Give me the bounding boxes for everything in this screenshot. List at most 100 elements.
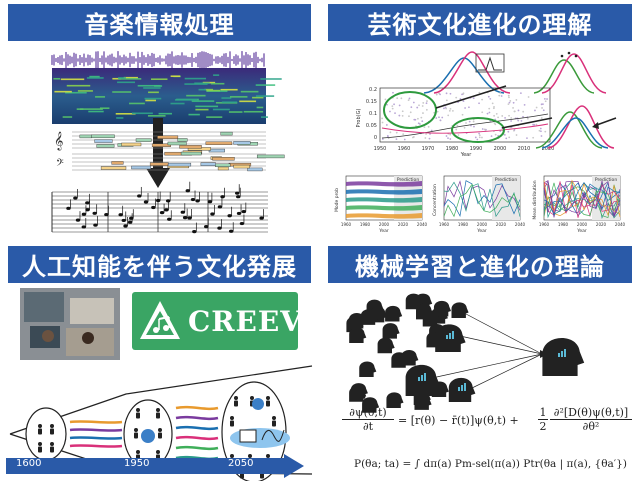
scatter-point bbox=[526, 117, 529, 120]
scatter-point bbox=[462, 92, 465, 95]
scatter-point bbox=[544, 100, 547, 103]
spectrogram-band bbox=[77, 90, 93, 92]
scatter-point bbox=[417, 117, 419, 120]
series-line bbox=[543, 182, 621, 216]
bass-clef-icon: 𝄢 bbox=[56, 157, 64, 171]
eq1-mid: = [r(θ) − r̄(t)]ψ(θ,t) + bbox=[398, 414, 519, 427]
piano-roll-note bbox=[111, 161, 124, 165]
scatter-point bbox=[483, 128, 486, 131]
scatter-point bbox=[403, 138, 406, 141]
spectrogram-band bbox=[195, 108, 209, 111]
brain-bar bbox=[452, 331, 454, 339]
spectrogram-band bbox=[206, 116, 223, 118]
person-icon bbox=[156, 408, 160, 412]
scatter-point bbox=[510, 120, 512, 122]
spectrogram-band bbox=[112, 77, 122, 80]
brain-bar bbox=[446, 335, 448, 339]
scatter-point bbox=[389, 110, 391, 113]
scatter-point bbox=[503, 134, 506, 136]
scatter-point bbox=[542, 109, 545, 112]
scatter-point bbox=[393, 103, 395, 106]
person-body bbox=[50, 446, 54, 453]
eq1-half-den: 2 bbox=[539, 420, 547, 433]
x-tick-label: 2040 bbox=[615, 222, 626, 227]
spectrogram-band bbox=[240, 90, 259, 93]
scatter-point bbox=[455, 96, 458, 99]
note-head bbox=[129, 216, 134, 220]
waveform-icon bbox=[261, 429, 285, 442]
spectrogram-band bbox=[255, 84, 276, 86]
piano-roll-note bbox=[180, 151, 202, 156]
scatter-point bbox=[490, 135, 493, 138]
scatter-point bbox=[499, 92, 502, 94]
scatter-point bbox=[491, 102, 494, 105]
scatter-point bbox=[421, 105, 424, 107]
scatter-point bbox=[394, 112, 396, 115]
scatter-point bbox=[478, 102, 480, 105]
scatter-point bbox=[387, 135, 389, 138]
audio-waveform bbox=[51, 51, 265, 69]
scatter-point bbox=[494, 123, 497, 126]
x-tick-label: 2040 bbox=[417, 222, 428, 227]
scatter-point bbox=[509, 100, 512, 102]
scatter-point bbox=[398, 104, 401, 107]
spectrogram-band bbox=[158, 112, 172, 115]
classroom-photo bbox=[20, 288, 120, 360]
spectrogram-band bbox=[117, 81, 136, 84]
spectrogram-band bbox=[206, 89, 221, 92]
spectrogram-band bbox=[60, 78, 85, 81]
piano-roll-note bbox=[157, 135, 179, 139]
brain-bar bbox=[424, 373, 426, 381]
note-head bbox=[73, 196, 78, 200]
spectrogram-band bbox=[186, 94, 206, 97]
brain-bar bbox=[561, 351, 563, 357]
scatter-point bbox=[540, 117, 543, 119]
scatter-point bbox=[395, 131, 398, 134]
spectrogram-band bbox=[118, 77, 126, 79]
note-head bbox=[204, 225, 209, 229]
scatter-point bbox=[392, 91, 394, 94]
scatter-point bbox=[532, 123, 535, 126]
scatter-point bbox=[386, 103, 388, 106]
note-head bbox=[207, 200, 213, 204]
scatter-point bbox=[505, 137, 508, 140]
spectrogram-band bbox=[137, 84, 161, 87]
note-head bbox=[92, 211, 97, 215]
person-body bbox=[38, 428, 42, 435]
piano-roll-note bbox=[100, 166, 127, 170]
scatter-point bbox=[445, 99, 448, 102]
timeline-arrow bbox=[6, 454, 304, 478]
creevo-logo-text: CREEVO bbox=[188, 304, 328, 338]
spectrogram-band bbox=[252, 96, 264, 99]
y-tick-label: 0.15 bbox=[366, 99, 377, 105]
piano-roll-note bbox=[208, 148, 225, 153]
scatter-point bbox=[449, 92, 452, 95]
spectrogram-band bbox=[255, 95, 275, 97]
spectrogram-band bbox=[256, 106, 264, 109]
x-tick-label: 2000 bbox=[379, 222, 390, 227]
scatter-point bbox=[478, 134, 481, 137]
spectrogram-band bbox=[220, 88, 238, 91]
scatter-point bbox=[512, 101, 515, 104]
spectrogram-band bbox=[228, 111, 243, 113]
series-line bbox=[443, 183, 521, 218]
scatter-point bbox=[481, 98, 484, 101]
scatter-point bbox=[412, 136, 414, 139]
pointer-line bbox=[501, 117, 553, 129]
x-axis-label: Year bbox=[576, 228, 587, 234]
scatter-point bbox=[544, 130, 547, 133]
note-head bbox=[192, 229, 197, 234]
eq1-rhs: ∂²[D(θ)ψ(θ,t)] ∂θ² bbox=[550, 406, 632, 433]
scatter-point bbox=[449, 138, 452, 140]
scatter-point bbox=[398, 114, 401, 117]
x-tick-label: 1990 bbox=[470, 146, 483, 152]
person-icon bbox=[272, 416, 276, 420]
note-head bbox=[104, 212, 109, 217]
brain-bar bbox=[458, 387, 460, 391]
x-tick-label: 1980 bbox=[558, 222, 569, 227]
head-icon bbox=[401, 349, 419, 366]
x-axis-label: Year bbox=[476, 228, 487, 234]
scatter-point bbox=[462, 100, 465, 102]
piano-roll-note bbox=[205, 141, 233, 145]
person-icon bbox=[158, 428, 162, 432]
